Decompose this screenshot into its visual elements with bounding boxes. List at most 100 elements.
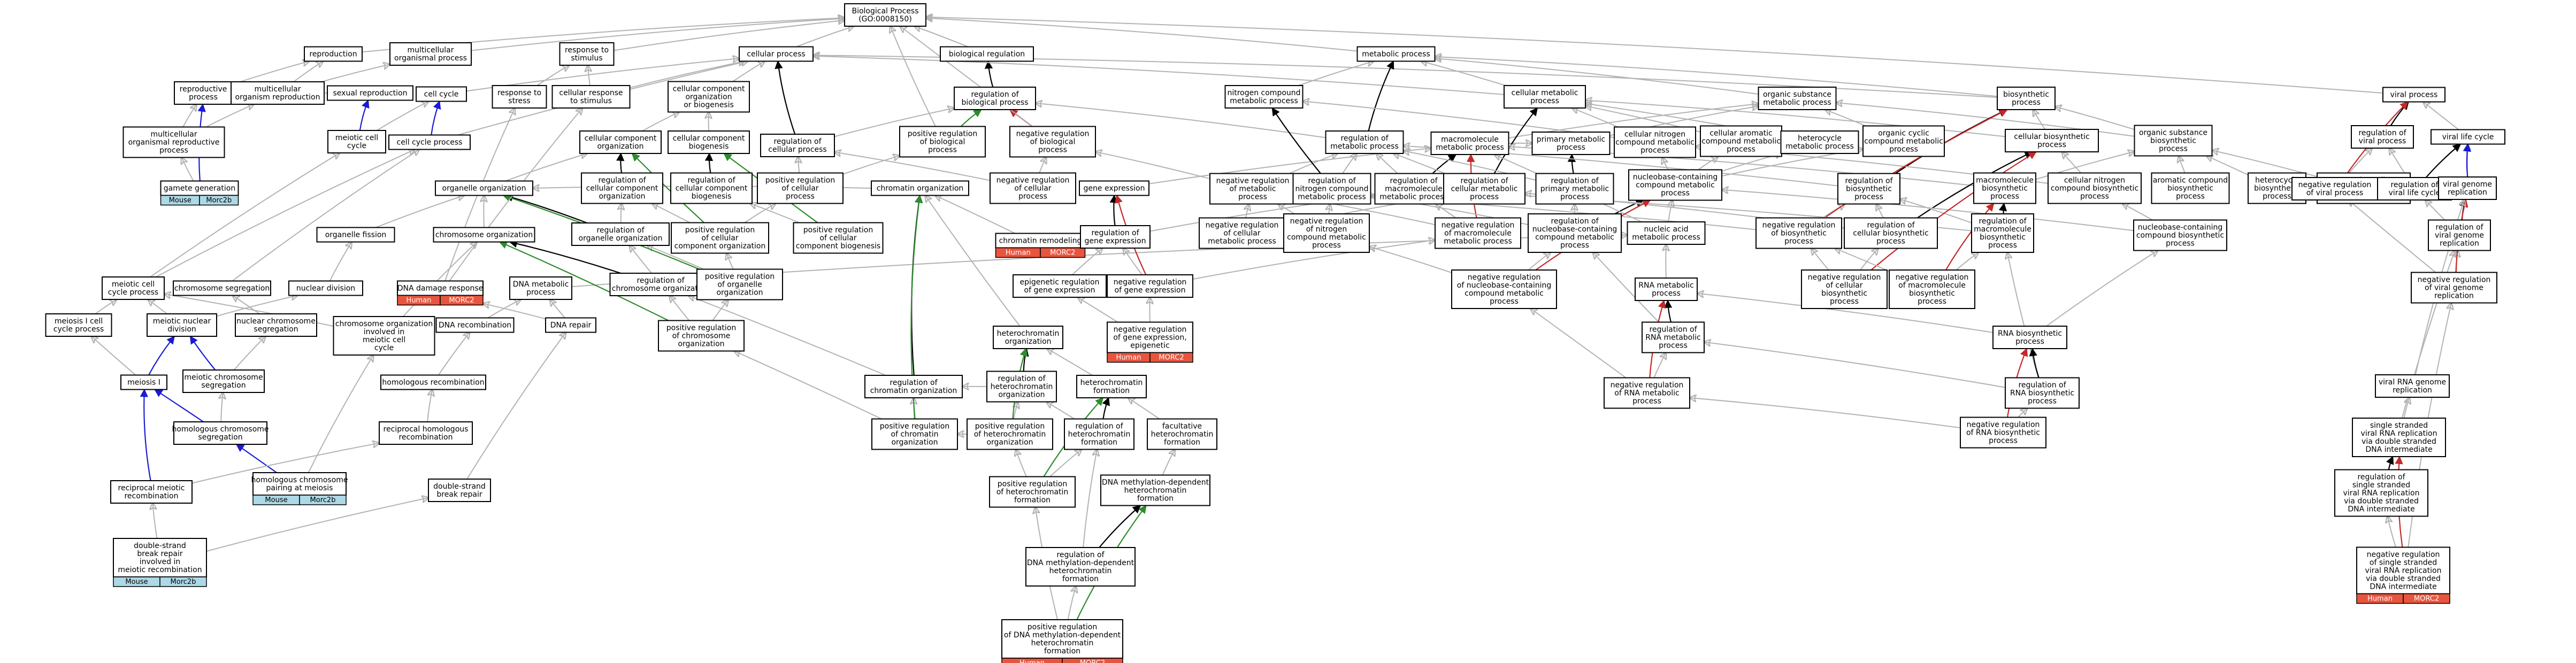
go-term-node[interactable]: gene expression bbox=[1079, 180, 1149, 196]
go-term-node[interactable]: chromosome segregation bbox=[173, 280, 271, 296]
go-term-node[interactable]: metabolic process bbox=[1356, 46, 1436, 62]
go-term-node[interactable]: organelle organization bbox=[435, 180, 533, 196]
go-term-node[interactable]: chromosome organization bbox=[433, 227, 535, 243]
go-term-node[interactable]: meiosis I bbox=[120, 374, 167, 390]
go-term-node[interactable]: viral process bbox=[2382, 87, 2445, 103]
go-term-node[interactable]: chromatin organization bbox=[871, 180, 969, 196]
go-term-node[interactable]: reproduction bbox=[304, 46, 363, 62]
go-term-node[interactable]: DNA repair bbox=[545, 317, 596, 333]
go-term-node[interactable]: regulation ofmacromoleculebiosyntheticpr… bbox=[1971, 213, 2034, 253]
go-term-node[interactable]: sexual reproduction bbox=[327, 85, 413, 101]
go-term-node[interactable]: homologous recombination bbox=[380, 374, 486, 390]
go-term-node[interactable]: biological regulation bbox=[940, 46, 1034, 62]
go-term-node[interactable]: Biological Process(GO:0008150) bbox=[844, 3, 926, 27]
go-term-node[interactable]: DNA methylation-dependentheterochromatin… bbox=[1100, 474, 1210, 506]
go-term-node[interactable]: nuclear division bbox=[288, 280, 363, 296]
go-term-node[interactable]: organelle fission bbox=[316, 227, 395, 243]
go-term-node[interactable]: cell cycle process bbox=[388, 134, 471, 150]
